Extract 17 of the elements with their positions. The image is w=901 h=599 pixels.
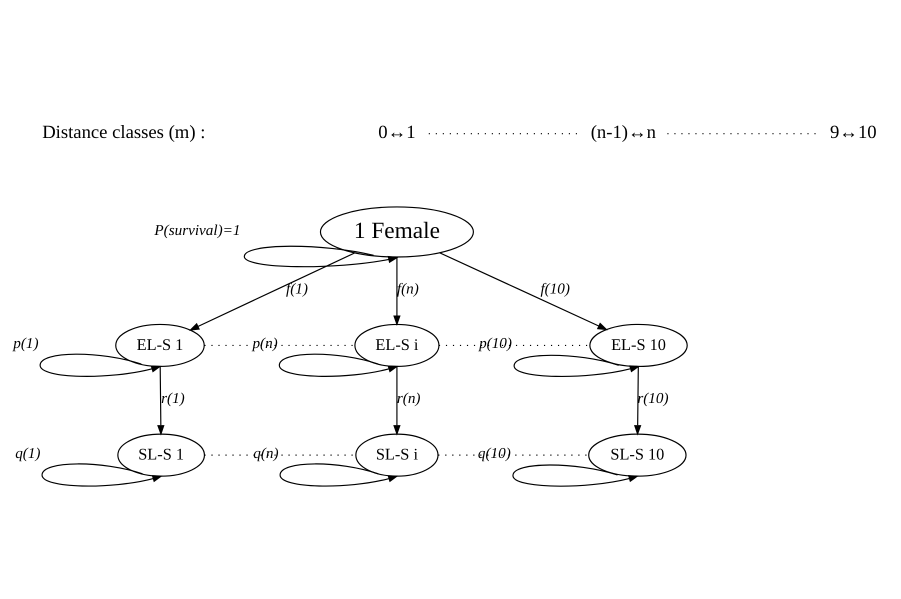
node-text: 9↔10 [830, 122, 877, 144]
edge-label: f(1) [286, 280, 308, 298]
edge-label: q(10) [478, 444, 511, 462]
edge-label: p(1) [13, 335, 39, 352]
edge-label: q(1) [15, 444, 40, 462]
node-text: 0↔1 [378, 122, 416, 144]
edge-label: p(n) [252, 335, 278, 352]
node-text: (n-1)↔n [590, 122, 656, 144]
edge-label: r(10) [637, 390, 669, 408]
edge-label: r(n) [396, 390, 421, 408]
label: Distance classes (m) : [42, 122, 206, 144]
edge-label: f(10) [540, 280, 570, 298]
edge-label: q(n) [253, 444, 279, 462]
edge-label: r(1) [161, 390, 185, 408]
edge-label: P(survival)=1 [154, 222, 240, 239]
edge-label: p(10) [479, 335, 512, 352]
edge-label: f(n) [396, 280, 419, 298]
